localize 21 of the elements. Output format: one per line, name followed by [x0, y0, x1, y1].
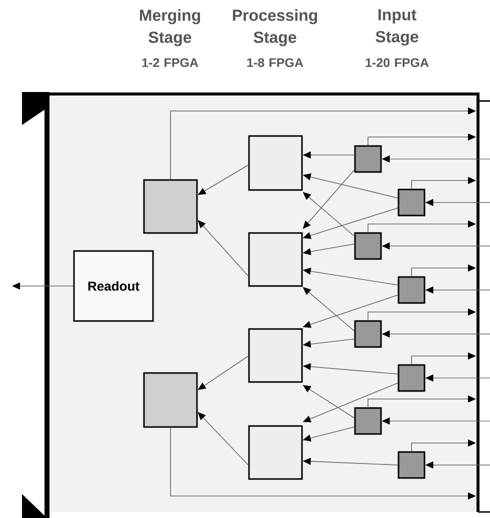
stage-label: Processing Stage — [232, 9, 318, 46]
stage-label: 1-20 FPGA — [366, 58, 429, 68]
readout-box: Readout — [73, 250, 154, 322]
stage-label: 1-8 FPGA — [247, 58, 304, 68]
input-box — [354, 407, 382, 435]
processing-box — [248, 135, 303, 191]
processing-box — [248, 425, 303, 480]
input-box — [398, 188, 426, 216]
stage-label: Input Stage — [376, 9, 418, 46]
input-box — [398, 364, 426, 392]
processing-box — [248, 328, 303, 383]
merging-box — [143, 372, 198, 428]
stage-label: 1-2 FPGA — [142, 58, 198, 68]
input-box — [354, 320, 382, 348]
input-box — [398, 451, 426, 479]
stage-label: Merging Stage — [140, 9, 200, 46]
input-box — [354, 145, 382, 173]
input-box — [398, 276, 426, 304]
processing-box — [248, 232, 303, 287]
merging-box — [143, 179, 198, 234]
input-box — [354, 232, 382, 260]
